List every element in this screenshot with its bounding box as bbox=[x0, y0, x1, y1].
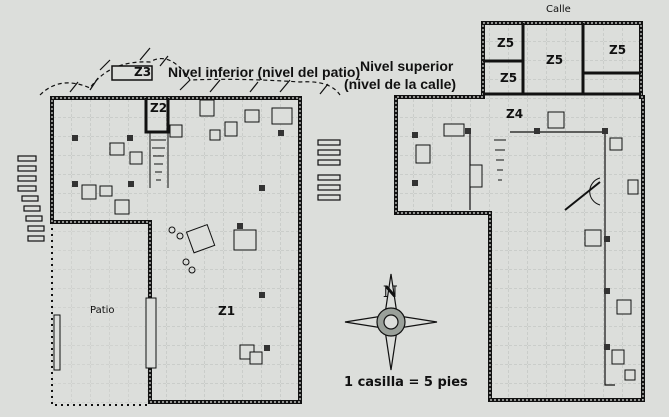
zone-label-z5: Z5 bbox=[546, 53, 564, 67]
upper-level-building bbox=[394, 21, 645, 402]
zone-label-z2: Z2 bbox=[150, 101, 168, 115]
street-label: Calle bbox=[546, 4, 571, 15]
zone-label-z5: Z5 bbox=[497, 36, 515, 50]
lower-level-building bbox=[50, 65, 302, 406]
zone-label-z3: Z3 bbox=[134, 65, 152, 79]
zone-label-z5: Z5 bbox=[500, 71, 518, 85]
zone-label-z5: Z5 bbox=[609, 43, 627, 57]
lower-level-title: Nivel inferior (nivel del patio) bbox=[168, 64, 361, 80]
upper-level-title-line2: (nivel de la calle) bbox=[344, 76, 457, 92]
patio-label: Patio bbox=[90, 305, 115, 316]
upper-level-title-line1: Nivel superior bbox=[360, 58, 454, 74]
compass-rose-icon bbox=[344, 273, 438, 371]
compass-north-label: N bbox=[383, 282, 398, 301]
wood-planks bbox=[17, 139, 341, 242]
zone-label-z1: Z1 bbox=[218, 304, 236, 318]
scale-label: 1 casilla = 5 pies bbox=[344, 375, 468, 390]
rubble bbox=[39, 47, 341, 96]
zone-label-z4: Z4 bbox=[506, 107, 524, 121]
